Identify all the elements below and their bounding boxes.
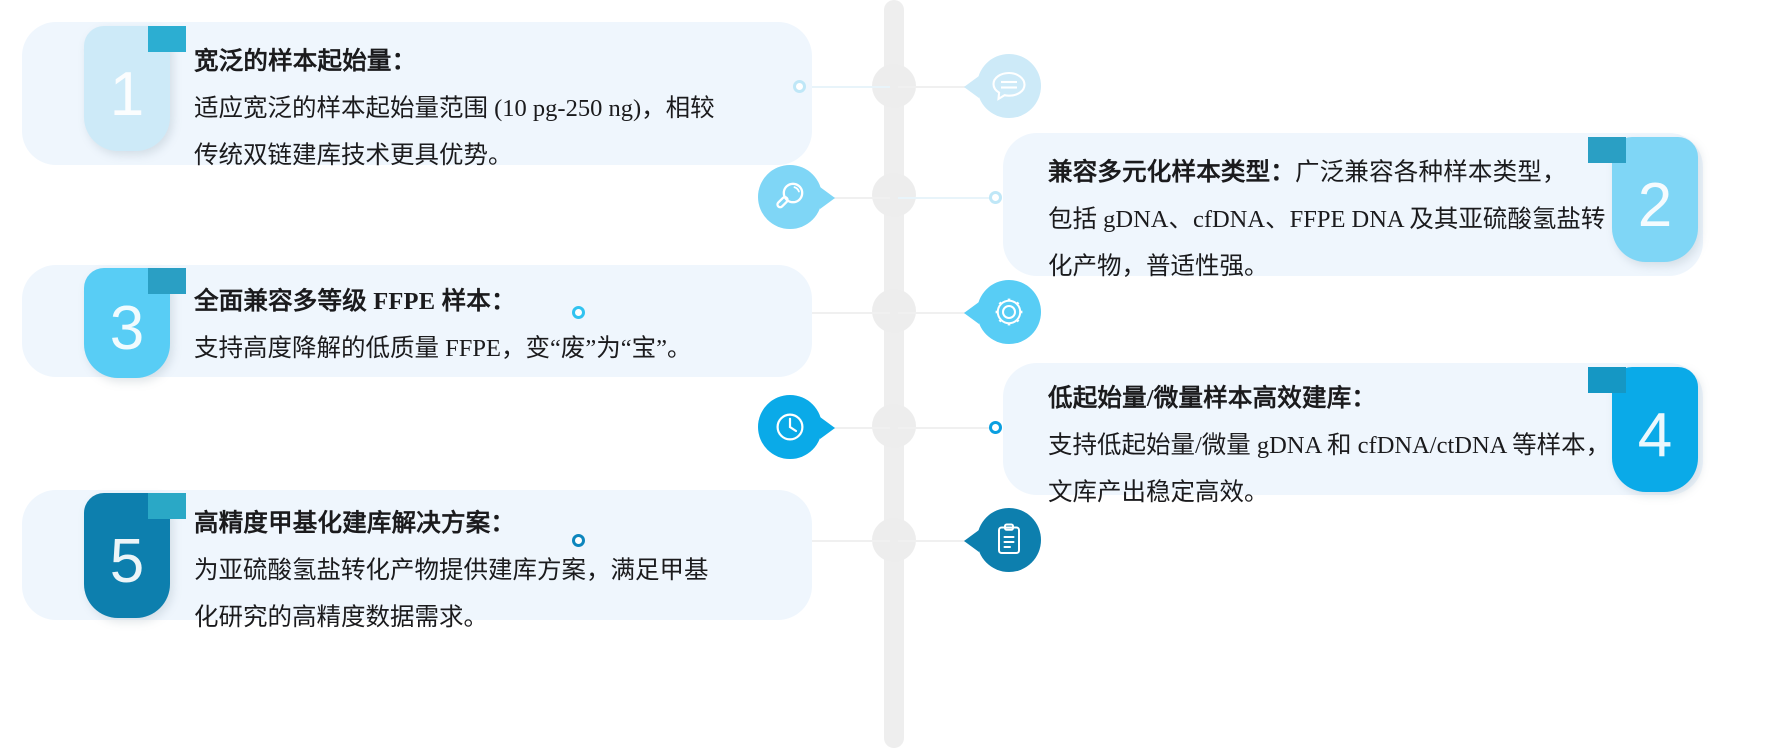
feature-card-2[interactable]: 兼容多元化样本类型：广泛兼容各种样本类型， 包括 gDNA、cfDNA、FFPE… bbox=[1003, 133, 1703, 280]
feature-4-number: 4 bbox=[1637, 401, 1673, 470]
timeline-node-2 bbox=[872, 173, 916, 217]
feature-5-line-2: 化研究的高精度数据需求。 bbox=[194, 604, 488, 631]
timeline-spine bbox=[884, 0, 904, 748]
feature-3-line-1: 支持高度降解的低质量 FFPE，变“废”为“宝”。 bbox=[194, 335, 692, 362]
feature-1-line-2: 传统双链建库技术更具优势。 bbox=[194, 142, 513, 169]
feature-3-fold bbox=[148, 268, 186, 294]
feature-5-line-1: 为亚硫酸氢盐转化产物提供建库方案，满足甲基 bbox=[194, 557, 709, 584]
feature-card-1[interactable]: 宽泛的样本起始量： 适应宽泛的样本起始量范围 (10 pg-250 ng)，相较… bbox=[22, 22, 812, 169]
feature-1-line-1: 适应宽泛的样本起始量范围 (10 pg-250 ng)，相较 bbox=[194, 95, 715, 122]
feature-4-fold bbox=[1588, 367, 1626, 393]
feature-4-line-2: 文库产出稳定高效。 bbox=[1048, 479, 1269, 506]
connector-5-right bbox=[898, 540, 970, 542]
feature-5-edge-dot bbox=[572, 534, 585, 547]
clock-icon[interactable] bbox=[758, 395, 835, 459]
feature-4-line-1: 支持低起始量/微量 gDNA 和 cfDNA/ctDNA 等样本， bbox=[1048, 432, 1611, 459]
magnifier-icon[interactable] bbox=[758, 165, 835, 229]
feature-2-line-3: 化产物，普适性强。 bbox=[1048, 253, 1269, 280]
connector-4-left bbox=[818, 427, 890, 429]
clipboard-icon[interactable] bbox=[964, 508, 1041, 572]
feature-5-heading: 高精度甲基化建库解决方案： bbox=[194, 510, 516, 537]
feature-card-4[interactable]: 低起始量/微量样本高效建库： 支持低起始量/微量 gDNA 和 cfDNA/ct… bbox=[1003, 363, 1703, 506]
feature-3-heading: 全面兼容多等级 FFPE 样本： bbox=[194, 288, 516, 315]
speech-bubble-icon[interactable] bbox=[964, 54, 1041, 118]
feature-2-number-tab: 2 bbox=[1612, 137, 1698, 262]
feature-2-fold bbox=[1588, 137, 1626, 163]
feature-2-edge-dot bbox=[989, 191, 1002, 204]
timeline-node-4 bbox=[872, 404, 916, 448]
feature-4-heading: 低起始量/微量样本高效建库： bbox=[1048, 385, 1377, 412]
feature-5-number: 5 bbox=[109, 527, 145, 596]
feature-2-line-2: 包括 gDNA、cfDNA、FFPE DNA 及其亚硫酸氢盐转 bbox=[1048, 206, 1606, 233]
connector-1-right bbox=[898, 86, 970, 88]
connector-2-left bbox=[818, 197, 890, 199]
feature-1-number: 1 bbox=[109, 60, 145, 129]
gear-icon[interactable] bbox=[964, 280, 1041, 344]
feature-5-fold bbox=[148, 493, 186, 519]
feature-1-heading: 宽泛的样本起始量： bbox=[194, 48, 417, 75]
feature-1-edge-dot bbox=[793, 80, 806, 93]
feature-2-heading: 兼容多元化样本类型：广泛兼容各种样本类型， bbox=[1048, 159, 1567, 186]
feature-2-number: 2 bbox=[1637, 171, 1673, 240]
connector-4-right bbox=[898, 427, 998, 429]
connector-3-right bbox=[898, 312, 970, 314]
timeline-node-3 bbox=[872, 289, 916, 333]
connector-2-right bbox=[898, 197, 992, 199]
feature-3-edge-dot bbox=[572, 306, 585, 319]
feature-1-fold bbox=[148, 26, 186, 52]
feature-4-edge-dot bbox=[989, 421, 1002, 434]
feature-3-number: 3 bbox=[109, 294, 145, 363]
connector-1-left bbox=[800, 86, 890, 88]
feature-4-number-tab: 4 bbox=[1612, 367, 1698, 492]
